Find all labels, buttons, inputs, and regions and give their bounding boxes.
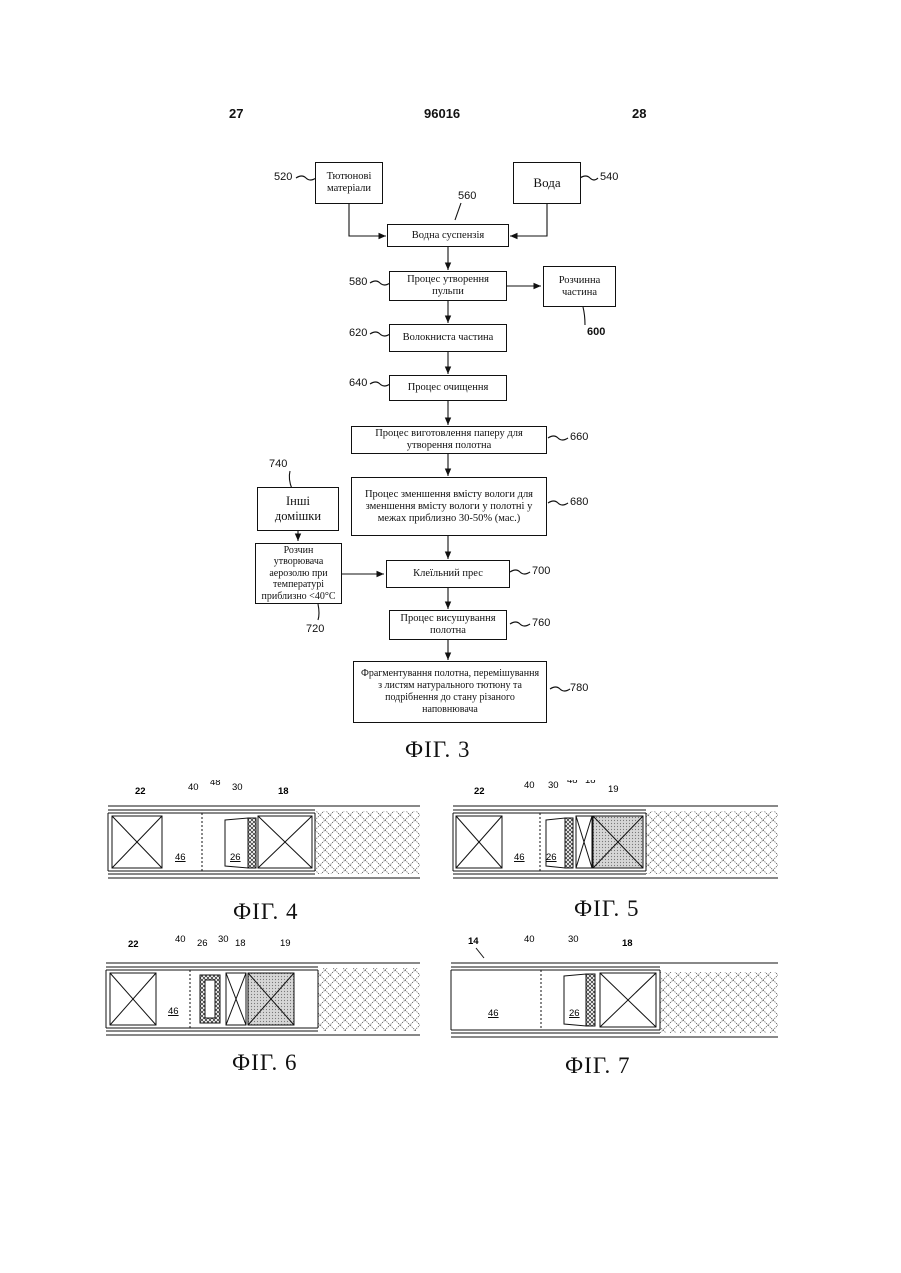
fig7-label-14: 14: [468, 936, 479, 947]
fig6-label-46: 46: [168, 1006, 179, 1017]
figure-3-caption: ФІГ. 3: [405, 737, 471, 763]
fig5-label-48: 48: [567, 780, 578, 786]
figure-7-drawing: 14 40 30 18 46 26: [448, 930, 778, 1045]
ref-760: 760: [532, 617, 550, 629]
ref-700: 700: [532, 565, 550, 577]
figure-4-caption: ФІГ. 4: [233, 899, 299, 925]
figure-4-drawing: 22 40 48 30 18 46 26: [100, 780, 430, 895]
ref-720: 720: [306, 623, 324, 635]
box-drying-process: Процес висушування полотна: [389, 610, 507, 640]
figure-6-caption: ФІГ. 6: [232, 1050, 298, 1076]
fig4-label-18: 18: [278, 786, 289, 797]
fig7-label-26: 26: [569, 1008, 580, 1019]
ref-540: 540: [600, 171, 618, 183]
box-papermaking-process: Процес виготовлення паперу для утворення…: [351, 426, 547, 454]
ref-560: 560: [458, 190, 476, 202]
figure-5-caption: ФІГ. 5: [574, 896, 640, 922]
ref-660: 660: [570, 431, 588, 443]
figure-6-drawing: 22 40 26 30 18 19 46: [100, 930, 430, 1045]
fig5-label-26: 26: [546, 852, 557, 863]
ref-740: 740: [269, 458, 287, 470]
fig7-label-46: 46: [488, 1008, 499, 1019]
box-tobacco-materials: Тютюнові матеріали: [315, 162, 383, 204]
ref-780: 780: [570, 682, 588, 694]
ref-520: 520: [274, 171, 292, 183]
box-fibrous-portion: Волокниста частина: [389, 324, 507, 352]
fig6-label-26: 26: [197, 938, 208, 949]
fig4-label-26: 26: [230, 852, 241, 863]
fig6-label-22: 22: [128, 939, 139, 950]
ref-680: 680: [570, 496, 588, 508]
fig6-label-19: 19: [280, 938, 291, 949]
fig5-label-19: 19: [608, 784, 619, 795]
box-fragmentation: Фрагментування полотна, перемішування з …: [353, 661, 547, 723]
ref-640: 640: [349, 377, 367, 389]
fig5-label-18: 18: [585, 780, 596, 786]
fig6-label-40: 40: [175, 934, 186, 945]
box-other-additives: Інші домішки: [257, 487, 339, 531]
figure-5-drawing: 22 40 30 48 18 19 46 26: [448, 780, 778, 890]
ref-620: 620: [349, 327, 367, 339]
ref-580: 580: [349, 276, 367, 288]
fig6-label-18: 18: [235, 938, 246, 949]
fig4-label-48: 48: [210, 780, 221, 788]
fig4-label-46: 46: [175, 852, 186, 863]
fig5-label-46: 46: [514, 852, 525, 863]
fig5-label-22: 22: [474, 786, 485, 797]
box-size-press: Клеїльний прес: [386, 560, 510, 588]
box-soluble-portion: Розчинна частина: [543, 266, 616, 307]
fig6-label-30: 30: [218, 934, 229, 945]
fig5-label-30: 30: [548, 780, 559, 791]
fig4-label-22: 22: [135, 786, 146, 797]
fig4-label-30: 30: [232, 782, 243, 793]
fig7-label-30: 30: [568, 934, 579, 945]
ref-600: 600: [587, 326, 605, 338]
fig7-label-18: 18: [622, 938, 633, 949]
fig7-label-40: 40: [524, 934, 535, 945]
box-aqueous-slurry: Водна суспензія: [387, 224, 509, 247]
fig5-label-40: 40: [524, 780, 535, 791]
box-water: Вода: [513, 162, 581, 204]
figure-7-caption: ФІГ. 7: [565, 1053, 631, 1079]
fig4-label-40: 40: [188, 782, 199, 793]
box-moisture-reduction: Процес зменшення вмісту вологи для зменш…: [351, 477, 547, 536]
box-pulping-process: Процес утворення пульпи: [389, 271, 507, 301]
box-aerosol-former-solution: Розчин утворювача аерозолю при температу…: [255, 543, 342, 604]
box-cleaning-process: Процес очищення: [389, 375, 507, 401]
